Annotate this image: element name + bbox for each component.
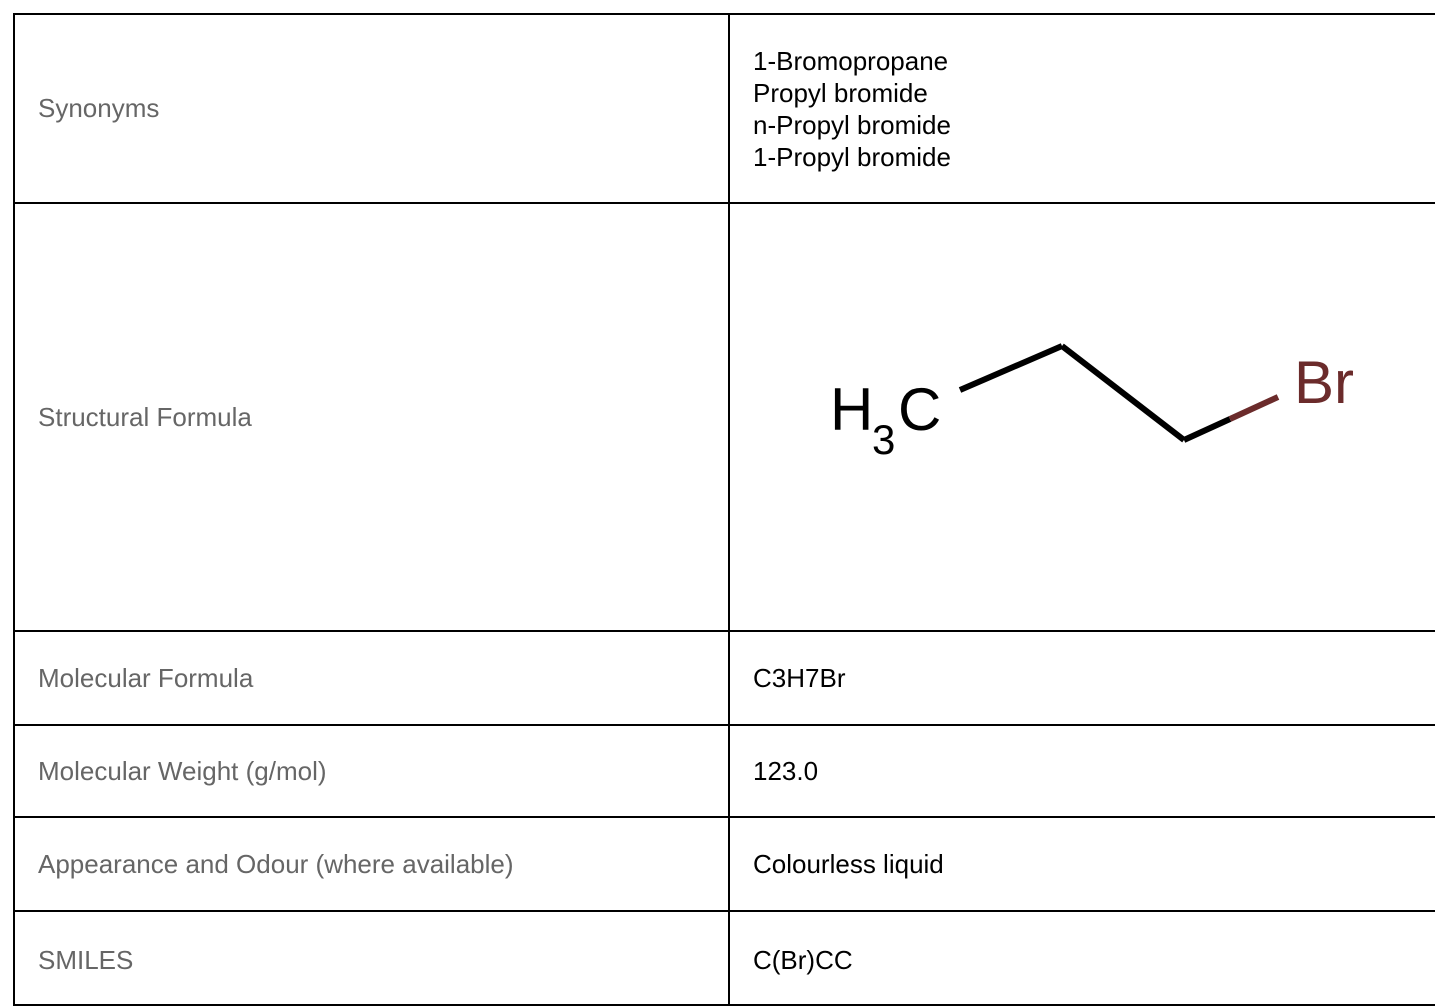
smiles-value-text: C(Br)CC (753, 945, 853, 975)
molecular-formula-value: C3H7Br (728, 630, 1435, 726)
molecular-weight-value: 123.0 (728, 724, 1435, 818)
structural-formula-label: Structural Formula (13, 202, 730, 632)
bond-c3-br-colored (1228, 394, 1280, 422)
table-row-structural-formula: Structural Formula H 3 C Br (13, 202, 1435, 632)
synonyms-label: Synonyms (13, 13, 730, 204)
table-row-molecular-weight: Molecular Weight (g/mol) 123.0 (13, 724, 1435, 818)
atom-br: Br (1294, 349, 1354, 416)
structural-formula-image: H 3 C Br (728, 202, 1435, 632)
molecular-weight-label: Molecular Weight (g/mol) (13, 724, 730, 818)
synonym-item: n-Propyl bromide (753, 109, 951, 140)
molecule-structure-diagram: H 3 C Br (830, 343, 1354, 463)
bond-c1-c2 (958, 343, 1064, 393)
smiles-label-text: SMILES (38, 945, 134, 975)
properties-table: Synonyms 1-Bromopropane Propyl bromide n… (13, 13, 1435, 1006)
smiles-label: SMILES (13, 910, 730, 1006)
table-row-smiles: SMILES C(Br)CC (13, 910, 1435, 1006)
table-row-molecular-formula: Molecular Formula C3H7Br (13, 630, 1435, 726)
synonym-item: Propyl bromide (753, 77, 928, 108)
atom-h-subscript: 3 (872, 416, 895, 463)
appearance-label: Appearance and Odour (where available) (13, 816, 730, 912)
table-row-appearance: Appearance and Odour (where available) C… (13, 816, 1435, 912)
atom-c: C (898, 376, 941, 443)
smiles-value: C(Br)CC (728, 910, 1435, 1006)
molecular-formula-label: Molecular Formula (13, 630, 730, 726)
atom-h: H (830, 376, 873, 443)
bond-c3-br-dark (1182, 416, 1232, 443)
synonyms-value: 1-Bromopropane Propyl bromide n-Propyl b… (728, 13, 1435, 204)
table-row-synonyms: Synonyms 1-Bromopropane Propyl bromide n… (13, 13, 1435, 204)
synonym-item: 1-Bromopropane (753, 45, 949, 76)
bond-c2-c3 (1060, 343, 1186, 443)
appearance-value: Colourless liquid (728, 816, 1435, 912)
synonym-item: 1-Propyl bromide (753, 141, 951, 172)
